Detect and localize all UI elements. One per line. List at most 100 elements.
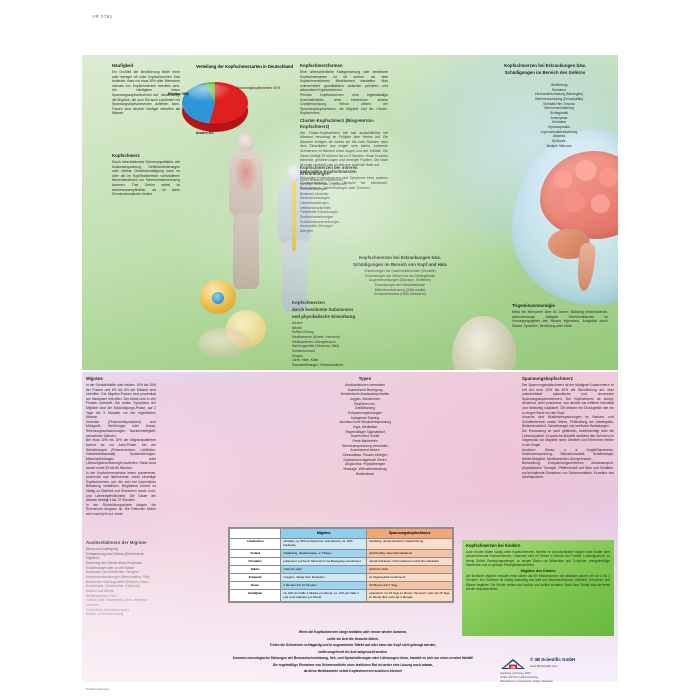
cell-migraene: ca. 10% der Fälle 1 Attacke pro Monat, c… xyxy=(280,589,368,602)
cell-migraene: mittel bis stark xyxy=(280,565,368,575)
advice-line: da diese Medikamente selbst Kopfschmerze… xyxy=(303,669,403,674)
advice-line: Wenn die Kopfschmerzen lange anhalten od… xyxy=(298,630,408,634)
3b-scientific-logo-icon: 3B xyxy=(501,659,525,670)
list-item: Medikamente (Nitrate, Hormone) xyxy=(292,335,341,340)
table-row: Dauer 4 Stunden bis 72 Stunden 30 Minute… xyxy=(228,581,453,591)
list-item: Lärm, Hitze, Kälte xyxy=(292,358,319,363)
list-item: Liquorzirkulationsstörung xyxy=(540,129,578,134)
list-item: Grelles Licht, Flackerlicht, Lärm, inten… xyxy=(86,598,148,608)
list-item: Sauerstoffmangel, Höhenkrankheit xyxy=(292,363,343,368)
advice-line: sollte ein Arzt die Ursache klären. xyxy=(327,636,379,641)
list-item: Gefäßtraining xyxy=(355,406,375,411)
row-label: Häufigkeit xyxy=(228,589,282,602)
list-item: Alkohol xyxy=(292,321,303,325)
kinder-intro: Auch Kinder leiden häufig unter Kopfschm… xyxy=(466,550,610,567)
innere-list: Hoher Blutdruck (Hypertonie) Niedriger B… xyxy=(300,178,386,234)
list-item: Körperliche Überanstrengung xyxy=(86,607,130,612)
list-item: Hormonelle Störungen xyxy=(300,224,333,229)
list-item: Drogen xyxy=(292,353,303,358)
list-item: Kopfschmerztagebuch führen xyxy=(343,457,387,462)
body-figure-nervous xyxy=(268,165,322,315)
figure-legs xyxy=(233,213,259,289)
list-item: Mittelohrentzündung (Otitis media) xyxy=(374,287,426,292)
head-brain-illustration xyxy=(482,117,618,317)
cell-migraene: pulsierend, pochend, hämmernd, bei Beweg… xyxy=(280,557,368,567)
list-item: Hirnblutung xyxy=(550,83,568,87)
migraene-p3: Bei etwa 10% bis 15% der Migränepatiente… xyxy=(86,438,156,470)
list-item: Auslösefaktoren vermeiden xyxy=(345,383,385,387)
table-col-spannung: Spannungskopfschmerz xyxy=(366,528,453,539)
list-item: Stressabbau, Pausen einlegen xyxy=(342,453,388,458)
list-item: Niedriger Blutdruck (Hypotonie) xyxy=(300,182,346,187)
sekundaer-heading: Sekundäre Kopfschmerzen xyxy=(300,169,357,175)
trigeminus-text: Meist bei Menschen über 50 Jahren. Blitz… xyxy=(512,310,608,328)
catalogue-number: VR 0761 xyxy=(92,14,113,19)
list-item: Autogenes Training xyxy=(350,415,380,420)
website-url[interactable]: www.3bscientific.com xyxy=(530,663,558,668)
list-item: Nahrungsmittel (Glutamat, Nitrit) xyxy=(292,344,340,349)
table-row: Zeitpunkt morgens, häufig beim Erwachen … xyxy=(228,573,453,583)
list-item: Allergien xyxy=(300,228,313,233)
ausloeser-heading: Auslösefaktoren der Migräne xyxy=(86,540,147,545)
kopfschmerzformen-heading: Kopfschmerzformen xyxy=(300,63,343,68)
kopfschmerzformen-p3: Sekundäre Kopfschmerzen sind Symptome ei… xyxy=(300,176,388,190)
cell-migraene: morgens, häufig beim Erwachen xyxy=(280,573,368,583)
pie-title-text: Verteilung der Kopfschmerzarten in Deuts… xyxy=(196,64,294,69)
body-figure-front xyxy=(220,133,272,293)
cell-migraene: anfallsartig, attackenweise, in Phasen xyxy=(280,549,368,559)
block-haeufigkeit: Häufigkeit Ein Großteil der Bevölkerung … xyxy=(112,63,180,116)
list-item: Wetterwechsel, Föhn xyxy=(86,593,117,598)
cell-migraene: einseitig, ca. 60% einseitig bzw. seiten… xyxy=(280,537,368,551)
logo-meta: Hamburg, Germany, 2007 Grafik und Text: … xyxy=(500,672,553,684)
typen-heading: Typen xyxy=(358,376,372,381)
cell-spannung: beidseitig, dumpf-drückend, haubenförmig xyxy=(366,537,453,551)
migraene-heading: Migräne xyxy=(86,376,103,381)
table-row: Lokalisation einseitig, ca. 60% einseiti… xyxy=(228,537,453,551)
medical-advice-block: Wenn die Kopfschmerzen lange anhalten od… xyxy=(228,630,478,676)
list-item: Radfahren etc. xyxy=(354,401,376,406)
list-item: Alkohol und Nikotin xyxy=(86,589,115,594)
pie-chart xyxy=(178,78,252,140)
block-ausloesefaktoren: Auslösefaktoren der Migräne Stress und A… xyxy=(86,540,156,617)
list-item: Medizinische Ausdauersportarten xyxy=(340,392,390,397)
cell-spannung: im Tagesverlauf zunehmend xyxy=(366,573,453,583)
list-item: Hirntumor xyxy=(551,87,567,92)
kopfschmerzformen-p1: Eine unterschiedliche Kategorisierung od… xyxy=(300,70,388,93)
list-item: Ausreichend Bewegung xyxy=(347,387,383,392)
list-item: Blutarmut (Anämie) xyxy=(300,191,329,196)
figure-head xyxy=(238,133,254,152)
list-item: Erkrankungen der Halswirbelsäule xyxy=(374,283,426,288)
list-item: Infektionskrankheiten xyxy=(300,205,332,210)
block-innere-erkrankungen: Kopfschmerzen bei inneren Erkrankungen H… xyxy=(300,165,386,234)
list-item: Nierenerkrankungen xyxy=(300,196,330,201)
list-item: Feste Mahlzeiten xyxy=(352,439,378,444)
neck-head-shape xyxy=(452,316,516,370)
table-row: Häufigkeit ca. 10% der Fälle 1 Attacke p… xyxy=(228,589,453,602)
meta-line: Hamburg, Germany, 2007 xyxy=(500,672,531,675)
spannung-heading: Spannungskopfschmerz xyxy=(522,376,573,381)
list-item: Abszess xyxy=(552,134,566,139)
cluster-heading: Cluster-Kopfschmerz (Bing-Horton-Kopfsch… xyxy=(300,118,375,129)
list-item: Massage, Wärmebehandlung xyxy=(343,467,387,472)
migraene-p5: In der Rückbildungsphase klingen die Sch… xyxy=(86,502,156,517)
cell-spannung: episodisch: bis 15 Tage im Monat, chroni… xyxy=(366,589,453,602)
table-col-migraene: Migräne xyxy=(280,528,368,539)
block-gehirn-list: Hirnblutung Hirntumor Hirnhautentzündung… xyxy=(520,83,598,148)
list-item: Entspannung nach Stress (Wochenend-Migrä… xyxy=(86,551,145,561)
pupil-icon xyxy=(212,292,224,304)
list-item: Multiple Sklerose xyxy=(546,143,572,148)
substanzen-heading-line2: durch bestimmte Substanzen xyxy=(292,307,354,312)
kopfschmerzformen-p2: Primäre Kopfschmerzen sind eigenständige… xyxy=(300,93,388,116)
list-item: Erkrankungen der Nasennebenhöhlen (Sinus… xyxy=(364,269,436,273)
substanzen-heading-line1: Kopfschmerzen xyxy=(292,300,325,305)
kinder-sub-text: Die kindliche Migräne verläuft meist kür… xyxy=(466,574,610,591)
pie-highlight xyxy=(188,84,232,102)
printed-note: Printed in Germany xyxy=(86,688,110,691)
advice-line: sollte umgehend ein Arzt aufgesucht werd… xyxy=(318,649,388,654)
substanzen-list: Alkohol Nikotin Koffein-Entzug Medikamen… xyxy=(292,321,402,368)
list-item: Kohlenmonoxid xyxy=(292,349,315,354)
list-item: Schlaganfall xyxy=(550,111,568,116)
list-item: Reisen, Zeitverschiebung xyxy=(86,612,124,617)
list-item: Ausreichend Schlaf xyxy=(350,434,380,439)
figure2-head xyxy=(287,165,302,183)
